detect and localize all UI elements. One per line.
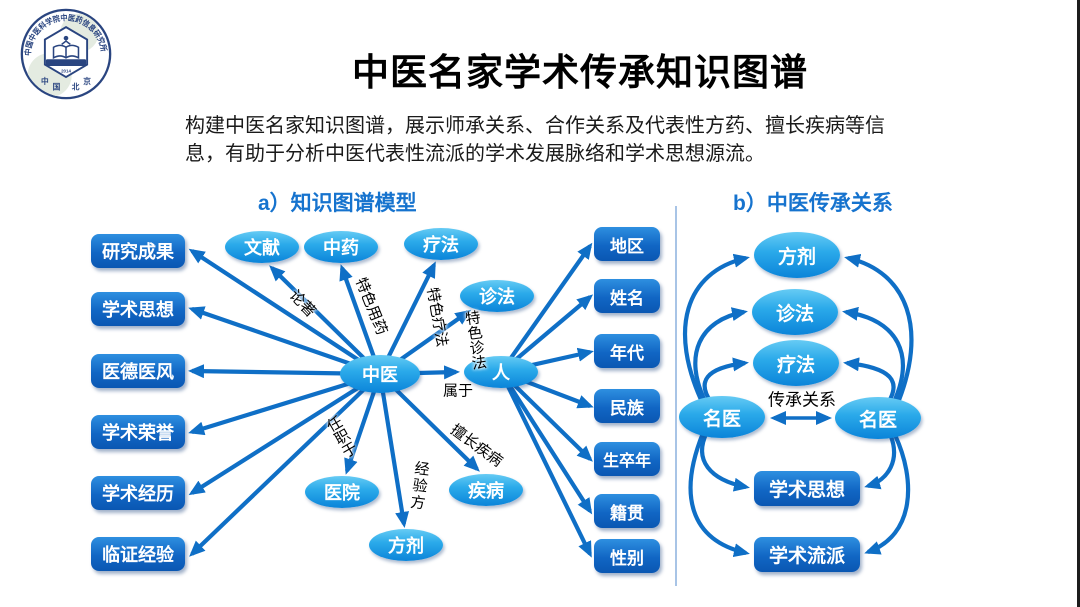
logo-person-icon <box>61 35 71 46</box>
entity-hospital: 医院 <box>305 476 379 508</box>
attr-region: 地区 <box>594 227 660 261</box>
b-famous-doctor-left: 名医 <box>679 396 765 438</box>
svg-text:京: 京 <box>83 76 91 86</box>
hub-person: 人 <box>464 356 538 388</box>
b-entity-diagnosis: 诊法 <box>752 289 838 335</box>
b-famous-doctor-right: 名医 <box>835 397 921 439</box>
b-academic-thought: 学术思想 <box>754 471 860 506</box>
b-entity-therapy: 疗法 <box>753 340 839 386</box>
logo-banner <box>45 59 87 66</box>
entity-diagnosis: 诊法 <box>460 280 534 312</box>
hub-tcm: 中医 <box>340 355 420 393</box>
attr-birth-death-year: 生卒年 <box>594 442 660 476</box>
section-a-heading: a）知识图谱模型 <box>258 192 417 215</box>
logo-book-icon <box>52 44 80 60</box>
logo-city-text: 中 国 北 京 <box>41 76 91 92</box>
svg-text:北: 北 <box>72 82 80 92</box>
attr-ethnicity: 民族 <box>594 389 660 423</box>
edge-label-belongs-to: 属于 <box>442 382 474 400</box>
attr-era: 年代 <box>594 334 660 368</box>
page-title: 中医名家学术传承知识图谱 <box>352 52 808 93</box>
svg-text:中: 中 <box>41 76 49 86</box>
b-academic-school: 学术流派 <box>754 537 860 572</box>
entity-academic-thought: 学术思想 <box>91 292 185 326</box>
entity-disease: 疾病 <box>449 474 523 506</box>
logo-year: 2014 <box>61 69 71 74</box>
screen-edge-line <box>1077 0 1080 607</box>
entity-academic-experience: 学术经历 <box>91 476 185 510</box>
entity-literature: 文献 <box>225 231 299 263</box>
b-entity-formula: 方剂 <box>754 232 840 278</box>
section-b-heading: b）中医传承关系 <box>733 192 893 215</box>
intro-text: 构建中医名家知识图谱，展示师承关系、合作关系及代表性方药、擅长疾病等信息，有助于… <box>185 115 885 166</box>
entity-clinical-experience: 临证经验 <box>91 537 185 571</box>
svg-text:国: 国 <box>53 82 61 92</box>
inheritance-curved-edges <box>682 253 914 558</box>
attr-name: 姓名 <box>594 279 660 313</box>
entity-therapy: 疗法 <box>404 228 478 260</box>
entity-formula: 方剂 <box>369 529 443 561</box>
entity-academic-honors: 学术荣誉 <box>91 415 185 449</box>
person-hub-edges <box>499 242 594 558</box>
section-divider-line <box>675 206 677 586</box>
institute-logo: 中国中医科学院中医药信息研究所 中 国 北 京 2014 <box>20 8 112 100</box>
attr-native-place: 籍贯 <box>594 494 660 528</box>
attr-gender: 性别 <box>594 539 660 573</box>
entity-research-achievements: 研究成果 <box>91 234 185 268</box>
entity-herbs: 中药 <box>304 231 378 263</box>
entity-medical-ethics: 医德医风 <box>91 354 185 388</box>
edge-label-inheritance-relation: 传承关系 <box>768 390 836 410</box>
